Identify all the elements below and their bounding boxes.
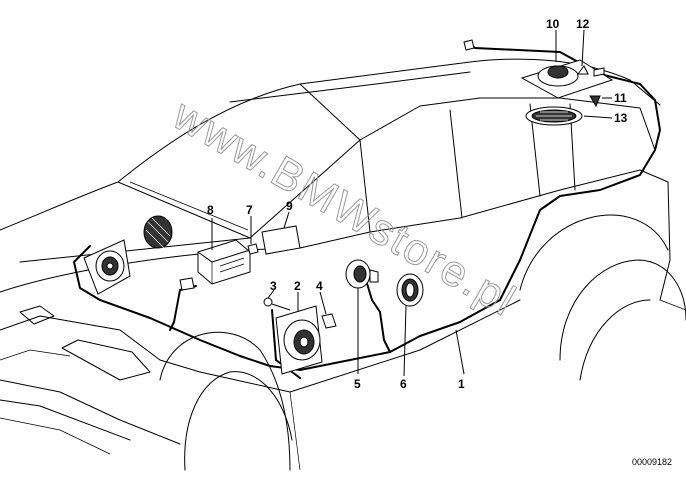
callout-4: 4 bbox=[316, 279, 323, 293]
part-7-plug bbox=[247, 243, 259, 255]
callout-12: 12 bbox=[576, 17, 590, 31]
callout-9: 9 bbox=[286, 199, 293, 213]
part-2-door-speaker bbox=[275, 305, 323, 375]
callouts: 1 2 3 4 5 6 7 8 9 10 11 12 13 bbox=[207, 17, 628, 391]
roof-connector bbox=[463, 39, 475, 51]
callout-5: 5 bbox=[354, 377, 361, 391]
front-speaker-left bbox=[83, 239, 131, 295]
callout-7: 7 bbox=[246, 203, 253, 217]
wiring-harness bbox=[73, 43, 661, 379]
part-11-screw bbox=[589, 95, 601, 108]
callout-2: 2 bbox=[294, 279, 301, 293]
dash-tweeter-grille bbox=[143, 215, 173, 249]
callout-6: 6 bbox=[400, 377, 407, 391]
part-10-rear-speaker bbox=[520, 59, 614, 99]
part-13-grille bbox=[525, 106, 583, 126]
part-6-ring bbox=[396, 273, 424, 307]
connector-plug bbox=[179, 277, 195, 291]
part-4-clip bbox=[321, 313, 337, 329]
leader-lines bbox=[211, 29, 613, 377]
part-8-radio bbox=[197, 239, 251, 285]
callout-10: 10 bbox=[546, 17, 560, 31]
part-3-screw bbox=[263, 297, 291, 311]
callout-3: 3 bbox=[270, 279, 277, 293]
callout-11: 11 bbox=[614, 91, 627, 105]
document-number: 00009182 bbox=[632, 457, 672, 467]
callout-1: 1 bbox=[458, 377, 465, 391]
callout-8: 8 bbox=[207, 203, 214, 217]
part-9-cover bbox=[261, 225, 301, 255]
part-5-speaker bbox=[345, 259, 379, 289]
callout-13: 13 bbox=[614, 111, 628, 125]
part-12-bracket bbox=[577, 65, 605, 77]
